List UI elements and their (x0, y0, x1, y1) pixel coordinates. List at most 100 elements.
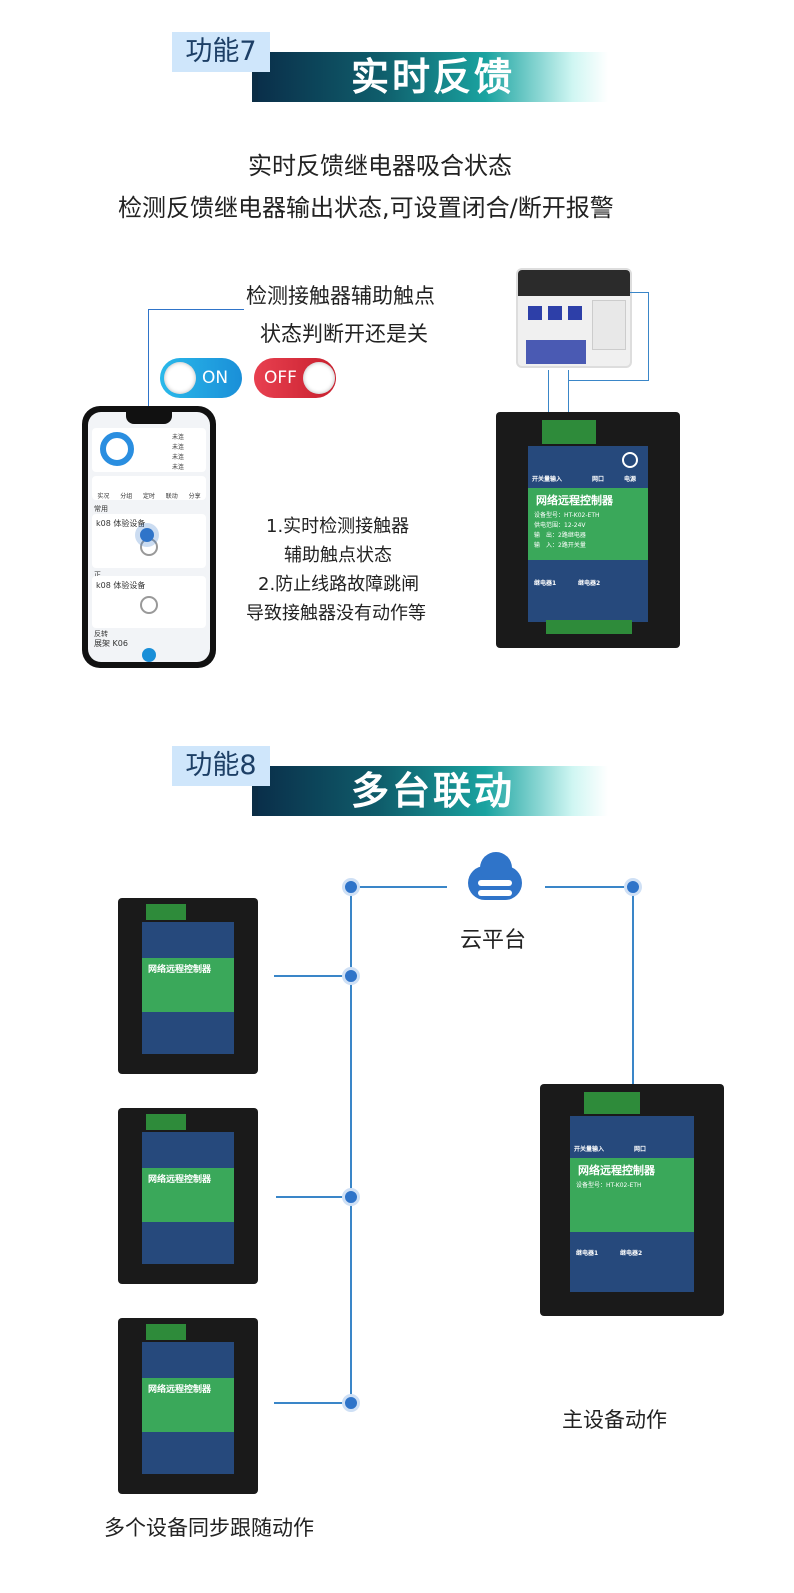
master-relay1-label: 继电器1 (576, 1250, 599, 1257)
slave1-label: 网络远程控制器 (142, 958, 234, 1012)
tab-link[interactable]: 联动 (165, 493, 178, 500)
wire-5 (630, 292, 648, 293)
section7-line1: 实时反馈继电器吸合状态 (248, 152, 512, 180)
tab-group[interactable]: 分组 (120, 493, 133, 500)
slave3-title: 网络远程控制器 (148, 1385, 212, 1395)
master-input-label: 开关量输入 (574, 1146, 605, 1153)
slave-link-2 (276, 1196, 352, 1198)
slave1-title: 网络远程控制器 (148, 965, 212, 975)
slave-link-3 (274, 1402, 352, 1404)
section-common: 常用 (94, 505, 108, 513)
section7-title: 实时反馈 (350, 55, 515, 99)
section8-tag: 功能8 (172, 746, 270, 786)
device-label: 网络远程控制器 设备型号：HT-K02-ETH 供电范围：12-24V 输 出：… (528, 488, 648, 560)
tab-live[interactable]: 实况 (97, 493, 110, 500)
on-toggle[interactable]: ON (160, 358, 242, 398)
controller-device-main: 开关量输入 网口 电源 网络远程控制器 设备型号：HT-K02-ETH 供电范围… (496, 412, 680, 648)
cloud-icon (460, 852, 530, 912)
master-model: 设备型号：HT-K02-ETH (576, 1182, 642, 1189)
device2-name: k08 体验设备 (96, 581, 146, 590)
device-port-label: 网口 (592, 476, 605, 483)
side-text-2: 未连 (172, 444, 185, 451)
phone-status-card: 未连 未连 未连 未连 (92, 428, 206, 472)
device-spec-3: 输 入：2路开关量 (534, 542, 586, 549)
master-panel: 开关量输入 网口 网络远程控制器 设备型号：HT-K02-ETH 继电器1 继电… (570, 1116, 694, 1292)
phone-tap-indicator (140, 528, 154, 542)
feature-list-2: 辅助触点状态 (284, 545, 392, 566)
device-card-2[interactable]: k08 体验设备 (92, 576, 206, 628)
node-slave-2 (342, 1188, 360, 1206)
slave-device-1: 网络远程控制器 (118, 898, 258, 1074)
section8-banner: 多台联动 (258, 766, 608, 816)
feature-list-1: 1.实时检测接触器 (266, 516, 410, 537)
slave1-terminal (146, 904, 186, 920)
device1-name: k08 体验设备 (96, 519, 146, 528)
cloud-link-right (545, 886, 633, 888)
feature-list-4: 导致接触器没有动作等 (246, 603, 426, 624)
wire-2 (568, 370, 569, 420)
slave-link-1 (274, 975, 352, 977)
device-power-icon (622, 452, 638, 468)
on-label: ON (202, 368, 229, 388)
slave1-panel: 网络远程控制器 (142, 922, 234, 1054)
slave2-title: 网络远程控制器 (148, 1175, 212, 1185)
side-text-4: 未连 (172, 464, 185, 471)
terminal-bottom (546, 620, 632, 634)
node-slave-3 (342, 1394, 360, 1412)
slave2-terminal (146, 1114, 186, 1130)
section7-tag: 功能7 (172, 32, 270, 72)
device-title: 网络远程控制器 (536, 494, 613, 507)
slave2-label: 网络远程控制器 (142, 1168, 234, 1222)
section7-line2: 检测反馈继电器输出状态,可设置闭合/断开报警 (118, 194, 614, 222)
master-title: 网络远程控制器 (578, 1164, 655, 1177)
feature-list-3: 2.防止线路故障跳闸 (258, 574, 420, 595)
node-master (624, 878, 642, 896)
wire-1 (548, 370, 549, 420)
master-terminal (584, 1092, 640, 1114)
master-link (632, 886, 634, 1086)
device-spec-1: 供电范围：12-24V (534, 522, 586, 529)
contactor-image (516, 268, 632, 368)
tab-timer[interactable]: 定时 (142, 493, 155, 500)
device-relay2-label: 继电器2 (578, 580, 601, 587)
bus-line (350, 886, 352, 1402)
node-bus-top (342, 878, 360, 896)
node-slave-1 (342, 967, 360, 985)
device-model: 设备型号：HT-K02-ETH (534, 512, 600, 519)
device-spec-2: 输 出：2路继电器 (534, 532, 586, 539)
phone-add-button[interactable] (142, 648, 156, 662)
phone-notch (126, 412, 172, 424)
device-relay1-label: 继电器1 (534, 580, 557, 587)
cloud-label: 云平台 (460, 928, 527, 953)
master-port-label: 网口 (634, 1146, 647, 1153)
master-device: 开关量输入 网口 网络远程控制器 设备型号：HT-K02-ETH 继电器1 继电… (540, 1084, 724, 1316)
slave2-panel: 网络远程控制器 (142, 1132, 234, 1264)
device-panel: 开关量输入 网口 电源 网络远程控制器 设备型号：HT-K02-ETH 供电范围… (528, 446, 648, 622)
slave3-terminal (146, 1324, 186, 1340)
device-power-label: 电源 (624, 476, 637, 483)
wire-3 (568, 380, 648, 381)
side-text-3: 未连 (172, 454, 185, 461)
master-label: 网络远程控制器 设备型号：HT-K02-ETH (570, 1158, 694, 1232)
off-toggle-knob (302, 362, 335, 394)
master-relay2-label: 继电器2 (620, 1250, 643, 1257)
on-toggle-knob (164, 362, 196, 394)
contact-note-1: 检测接触器辅助触点 (246, 284, 435, 308)
device3-name: 展架 K06 (94, 639, 128, 648)
wire-4 (648, 292, 649, 381)
group-fan: 反转 (94, 630, 108, 638)
tab-share[interactable]: 分享 (188, 493, 201, 500)
device2-power-icon[interactable] (140, 596, 158, 614)
off-label: OFF (264, 368, 297, 388)
contact-note-2: 状态判断开还是关 (260, 322, 428, 346)
group-zheng: 正 (94, 571, 101, 579)
off-toggle[interactable]: OFF (254, 358, 336, 398)
section8-title: 多台联动 (350, 769, 515, 813)
slave3-label: 网络远程控制器 (142, 1378, 234, 1432)
device-input-label: 开关量输入 (532, 476, 563, 483)
phone-tabbar: 实况 分组 定时 联动 分享 (92, 476, 206, 500)
slave3-panel: 网络远程控制器 (142, 1342, 234, 1474)
side-text-1: 未连 (172, 434, 185, 441)
pointer-line-h (148, 309, 244, 310)
section7-banner: 实时反馈 (258, 52, 608, 102)
